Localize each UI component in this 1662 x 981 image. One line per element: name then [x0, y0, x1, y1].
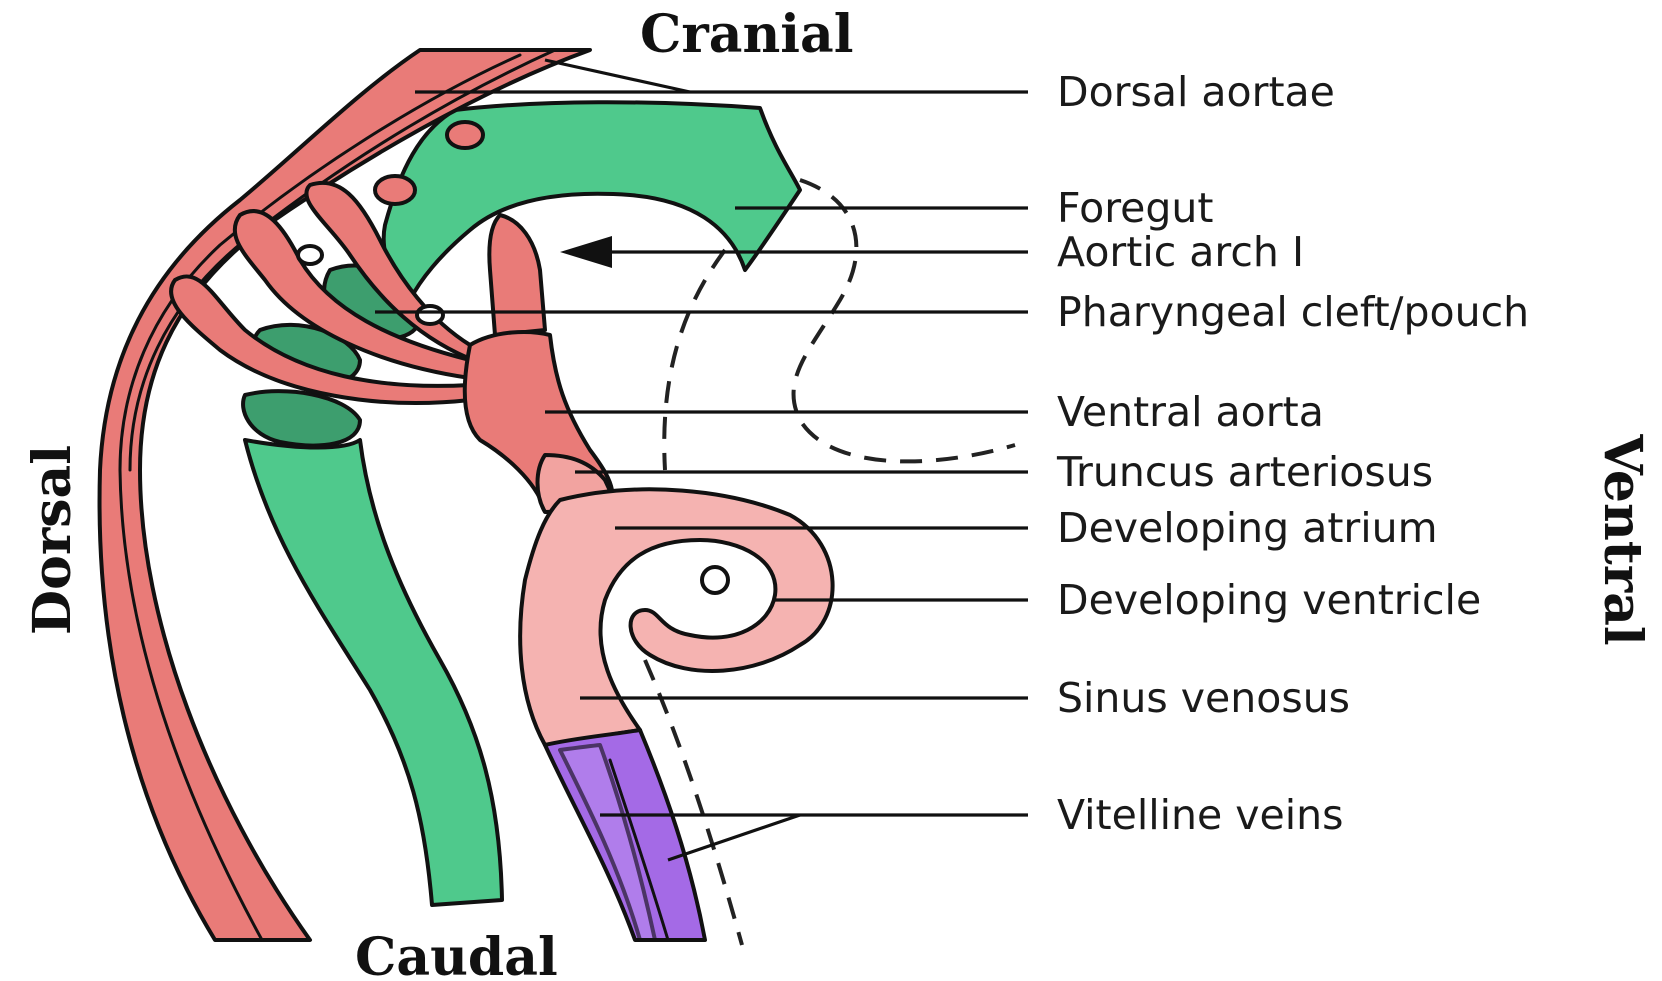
label-ventral-aorta: Ventral aorta [1057, 388, 1324, 436]
inner-dashed-outline [664, 250, 725, 470]
pericardial-dashed-outline [794, 180, 1015, 461]
arch-gap-1 [298, 246, 322, 264]
gut-tube-shape [245, 440, 502, 905]
arch-gap-2 [417, 306, 443, 324]
label-dorsal-aortae: Dorsal aortae [1057, 68, 1335, 116]
aortic-arch-arrowhead [560, 236, 612, 268]
label-pharyngeal: Pharyngeal cleft/pouch [1057, 288, 1529, 336]
label-ventricle: Developing ventricle [1057, 576, 1481, 624]
arch-loop-2 [447, 122, 483, 148]
arch-loop-1 [375, 176, 415, 204]
label-sinus-venosus: Sinus venosus [1057, 674, 1350, 722]
label-foregut: Foregut [1057, 184, 1213, 232]
label-atrium: Developing atrium [1057, 504, 1438, 552]
orientation-bottom: Caudal [355, 927, 558, 981]
label-vitelline: Vitelline veins [1057, 791, 1343, 839]
label-aortic-arch-1: Aortic arch I [1057, 228, 1304, 276]
orientation-left: Dorsal [22, 445, 83, 635]
aortic-arch-1-vessel [489, 215, 545, 335]
orientation-top: Cranial [640, 4, 853, 65]
label-truncus: Truncus arteriosus [1056, 448, 1433, 496]
ventricle-lumen [702, 567, 728, 593]
orientation-right: Ventral [1592, 433, 1653, 645]
leader-vitelline-branch [668, 815, 800, 860]
pharyngeal-pouch-shape-3 [243, 391, 360, 445]
